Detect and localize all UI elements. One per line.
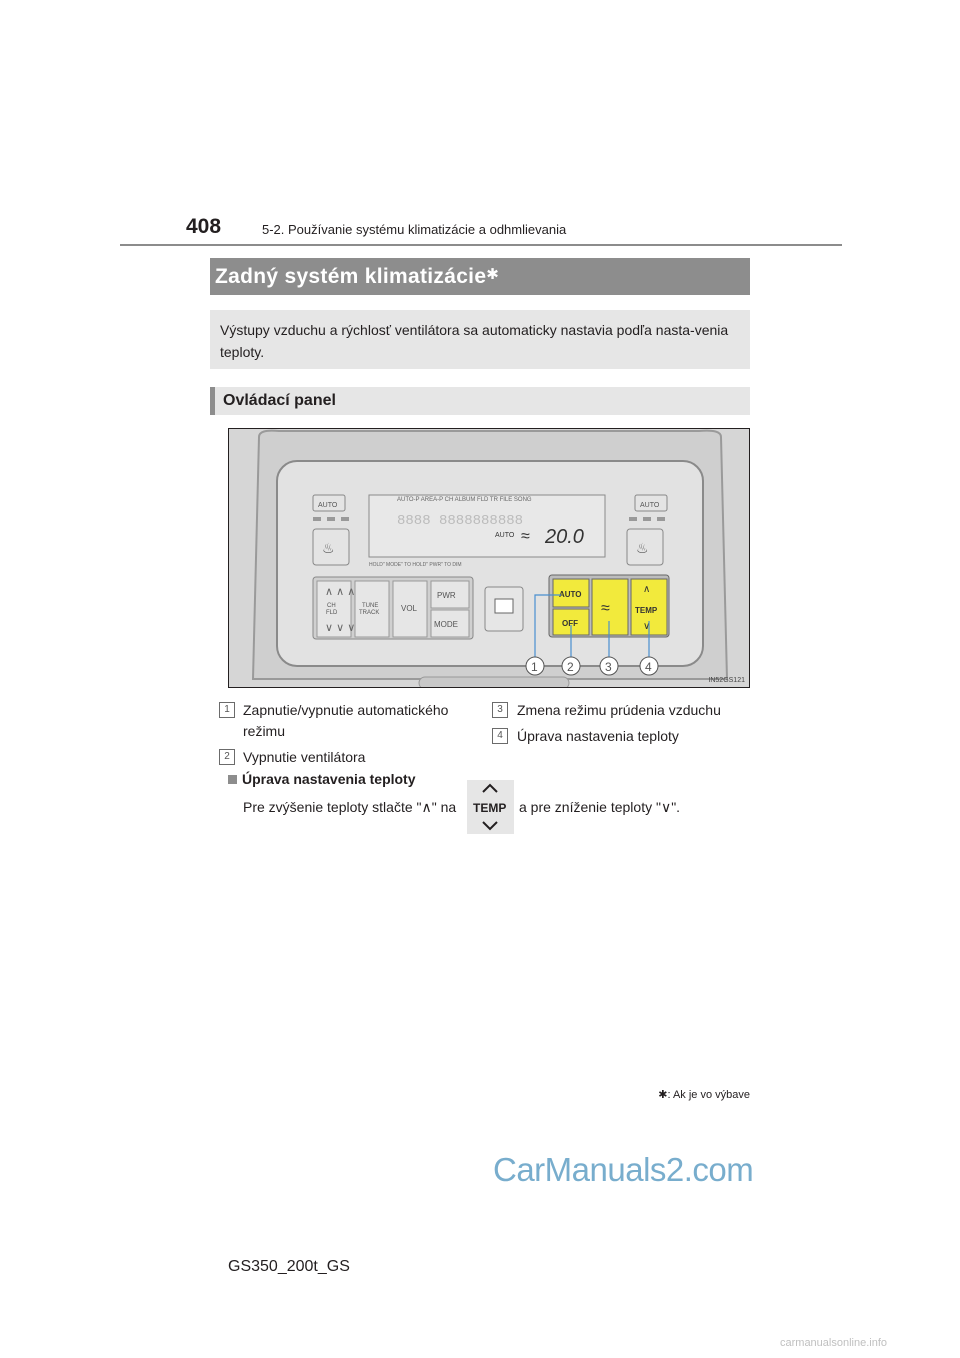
subsection-bar: Ovládací panel	[210, 387, 750, 415]
left-seat-heater-icon: ♨	[322, 540, 335, 556]
figure-code: IN52GS121	[708, 677, 745, 684]
section-star: ✱	[486, 266, 500, 283]
legend-text-1-line1: Zapnutie/vypnutie automatického	[243, 702, 449, 718]
ch-fld-label-1: CH	[327, 603, 336, 609]
audio-up-arrows: ∧ ∧ ∧	[325, 586, 355, 598]
legend-text-2: Vypnutie ventilátora	[243, 749, 366, 765]
tune-label-2: TRACK	[359, 610, 379, 616]
audio-down-arrows: ∨ ∨ ∨	[325, 622, 355, 634]
footnote: ✱: Ak je vo výbave	[658, 1089, 750, 1101]
intro-box: Výstupy vzduchu a rýchlosť ventilátora s…	[210, 310, 750, 369]
tune-label-1: TUNE	[362, 603, 378, 609]
bottom-watermark: carmanualsonline.info	[780, 1337, 888, 1349]
callout-3: 3	[605, 660, 612, 674]
adjust-instruction-after: a pre zníženie teploty "∨".	[519, 799, 681, 815]
adjust-instruction-before: Pre zvýšenie teploty stlačte "∧" na	[243, 799, 457, 815]
section-title: Zadný systém klimatizácie✱	[215, 265, 499, 289]
adjust-heading-text: Úprava nastavenia teploty	[242, 771, 416, 787]
chapter-title: 5-2. Používanie systému klimatizácie a o…	[262, 222, 567, 237]
temp-up-arrow: ∧	[643, 584, 650, 595]
airflow-button-icon: ≈	[601, 600, 610, 617]
callout-1: 1	[531, 660, 538, 674]
temp-down-arrow: ∨	[643, 621, 650, 632]
mode-label: MODE	[434, 620, 458, 629]
lcd-top-row: AUTO-P AREA-P CH ALBUM FLD TR FILE SONG	[397, 497, 532, 503]
legend-text-4: Úprava nastavenia teploty	[517, 728, 679, 744]
auto-button-label: AUTO	[559, 590, 582, 599]
legend-number-3: 3	[492, 702, 508, 718]
temp-inline-label: TEMP	[473, 801, 506, 815]
temp-button-label: TEMP	[635, 606, 658, 615]
right-auto-label: AUTO	[640, 502, 660, 509]
legend-number-4: 4	[492, 728, 508, 744]
temp-button-inline-illustration: TEMP	[467, 780, 514, 834]
left-auto-label: AUTO	[318, 502, 338, 509]
control-panel-illustration: AUTO-P AREA-P CH ALBUM FLD TR FILE SONG …	[229, 429, 749, 687]
callout-4: 4	[645, 660, 652, 674]
callout-2: 2	[567, 660, 574, 674]
ch-fld-label-2: FLD	[326, 610, 338, 616]
lcd-segments-row: 8888 8888888888	[397, 513, 523, 529]
legend-number-1: 1	[219, 702, 235, 718]
header-rule	[120, 244, 842, 246]
legend-text-1-line2: režimu	[243, 723, 286, 739]
watermark: CarManuals2.com	[493, 1151, 754, 1188]
adjust-heading: Úprava nastavenia teploty	[228, 771, 416, 787]
legend-text-3: Zmena režimu prúdenia vzduchu	[517, 702, 721, 718]
legend-number-2: 2	[219, 749, 235, 765]
right-seat-heater-icon: ♨	[636, 540, 649, 556]
vol-label: VOL	[401, 604, 418, 613]
lcd-temperature: 20.0	[544, 526, 584, 548]
subsection-title: Ovládací panel	[223, 392, 336, 409]
bullet-square	[228, 775, 237, 784]
control-panel-figure: AUTO-P AREA-P CH ALBUM FLD TR FILE SONG …	[228, 428, 750, 688]
lcd-auto: AUTO	[495, 532, 515, 539]
off-button-label: OFF	[562, 619, 578, 628]
page-number: 408	[186, 215, 222, 238]
lcd-airflow-icon: ≈	[521, 528, 530, 545]
pwr-label: PWR	[437, 591, 456, 600]
legend-text-1: Zapnutie/vypnutie automatického režimu	[243, 700, 448, 742]
lcd-bottom-row: HOLD" MODE" TO HOLD" PWR" TO DIM	[369, 562, 462, 568]
section-heading-bar: Zadný systém klimatizácie✱	[210, 258, 750, 295]
footer-model: GS350_200t_GS	[228, 1258, 350, 1275]
section-title-text: Zadný systém klimatizácie	[215, 265, 487, 288]
